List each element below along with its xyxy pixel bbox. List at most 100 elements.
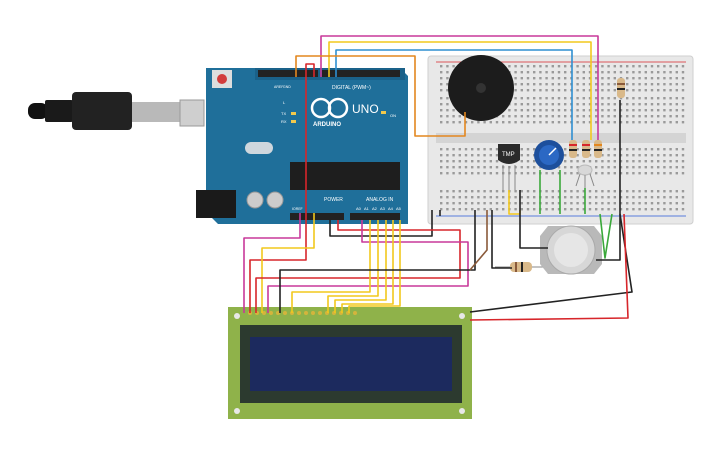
breadboard-hole bbox=[626, 196, 629, 199]
breadboard-hole bbox=[582, 160, 585, 163]
reset-button[interactable] bbox=[217, 74, 227, 84]
breadboard-hole bbox=[595, 190, 598, 193]
breadboard-hole bbox=[663, 71, 666, 74]
breadboard-hole bbox=[458, 160, 461, 163]
breadboard-hole bbox=[650, 71, 654, 74]
breadboard-hole bbox=[464, 190, 468, 193]
breadboard-hole bbox=[489, 166, 492, 169]
breadboard-hole bbox=[595, 172, 598, 175]
breadboard-hole bbox=[619, 202, 623, 205]
breadboard-hole bbox=[657, 77, 660, 80]
breadboard-hole bbox=[638, 202, 641, 205]
breadboard-hole bbox=[539, 103, 542, 106]
wire bbox=[469, 213, 629, 321]
breadboard-hole bbox=[452, 121, 455, 124]
breadboard-hole bbox=[539, 71, 542, 74]
breadboard-hole bbox=[675, 154, 678, 157]
breadboard-hole bbox=[508, 115, 511, 118]
breadboard-hole bbox=[644, 89, 647, 92]
breadboard-hole bbox=[638, 97, 641, 100]
breadboard-hole bbox=[533, 65, 536, 68]
breadboard-hole bbox=[514, 202, 517, 205]
breadboard-hole bbox=[446, 190, 449, 193]
breadboard-hole bbox=[557, 190, 561, 193]
breadboard-hole bbox=[520, 121, 523, 124]
breadboard-hole bbox=[681, 196, 685, 199]
breadboard-hole bbox=[601, 115, 604, 118]
breadboard-hole bbox=[471, 190, 474, 193]
breadboard-hole bbox=[619, 103, 623, 106]
breadboard-hole bbox=[440, 71, 443, 74]
breadboard-hole bbox=[471, 196, 474, 199]
breadboard-hole bbox=[514, 65, 517, 68]
breadboard-hole bbox=[545, 115, 548, 118]
breadboard-hole bbox=[607, 97, 610, 100]
breadboard-hole bbox=[564, 121, 567, 124]
breadboard-hole bbox=[533, 166, 536, 169]
analog-pin-label: A2 bbox=[372, 206, 378, 211]
breadboard-hole bbox=[607, 202, 610, 205]
breadboard-hole bbox=[607, 154, 610, 157]
breadboard-hole bbox=[650, 83, 654, 86]
breadboard-hole bbox=[663, 172, 666, 175]
breadboard-hole bbox=[613, 166, 616, 169]
breadboard-hole bbox=[452, 196, 455, 199]
breadboard-hole bbox=[619, 148, 623, 151]
breadboard-hole bbox=[458, 172, 461, 175]
breadboard-hole bbox=[632, 65, 635, 68]
breadboard-hole bbox=[582, 121, 585, 124]
breadboard-hole bbox=[613, 172, 616, 175]
breadboard-hole bbox=[582, 115, 585, 118]
breadboard-hole bbox=[663, 196, 666, 199]
breadboard-hole bbox=[483, 172, 486, 175]
breadboard-hole bbox=[489, 160, 492, 163]
breadboard-hole bbox=[551, 83, 554, 86]
breadboard-hole bbox=[607, 121, 610, 124]
breadboard-hole bbox=[650, 77, 654, 80]
breadboard-hole bbox=[489, 208, 492, 211]
breadboard-hole bbox=[545, 121, 548, 124]
usb-cable bbox=[28, 92, 237, 131]
breadboard-hole bbox=[663, 121, 666, 124]
breadboard-hole bbox=[601, 89, 604, 92]
breadboard-hole bbox=[576, 65, 579, 68]
breadboard-hole bbox=[446, 172, 449, 175]
breadboard-hole bbox=[681, 83, 685, 86]
wire bbox=[596, 100, 621, 261]
breadboard-hole bbox=[551, 71, 554, 74]
breadboard-hole bbox=[446, 109, 449, 112]
breadboard-hole bbox=[440, 109, 443, 112]
breadboard-hole bbox=[446, 202, 449, 205]
breadboard-hole bbox=[502, 121, 505, 124]
breadboard-hole bbox=[595, 160, 598, 163]
breadboard-hole bbox=[675, 160, 678, 163]
breadboard-hole bbox=[440, 65, 443, 68]
breadboard-hole bbox=[464, 202, 468, 205]
breadboard-hole bbox=[551, 172, 554, 175]
breadboard-hole bbox=[514, 166, 517, 169]
breadboard-hole bbox=[440, 148, 443, 151]
breadboard-hole bbox=[551, 115, 554, 118]
breadboard-hole bbox=[545, 190, 548, 193]
breadboard-hole bbox=[570, 172, 573, 175]
breadboard-hole bbox=[588, 121, 592, 124]
breadboard-hole bbox=[502, 202, 505, 205]
breadboard-hole bbox=[632, 103, 635, 106]
breadboard-hole bbox=[440, 115, 443, 118]
potentiometer[interactable] bbox=[534, 140, 564, 170]
breadboard-hole bbox=[520, 103, 523, 106]
breadboard-hole bbox=[495, 160, 499, 163]
breadboard-hole bbox=[675, 190, 678, 193]
breadboard-hole bbox=[588, 154, 592, 157]
on-label: ON bbox=[390, 113, 396, 118]
breadboard-hole bbox=[644, 109, 647, 112]
breadboard-hole bbox=[520, 190, 523, 193]
breadboard-hole bbox=[458, 166, 461, 169]
breadboard-hole bbox=[483, 166, 486, 169]
breadboard-hole bbox=[638, 190, 641, 193]
breadboard-hole bbox=[489, 172, 492, 175]
breadboard-hole bbox=[663, 208, 666, 211]
breadboard-hole bbox=[464, 160, 468, 163]
breadboard-hole bbox=[471, 202, 474, 205]
tx-label: TX bbox=[281, 111, 286, 116]
